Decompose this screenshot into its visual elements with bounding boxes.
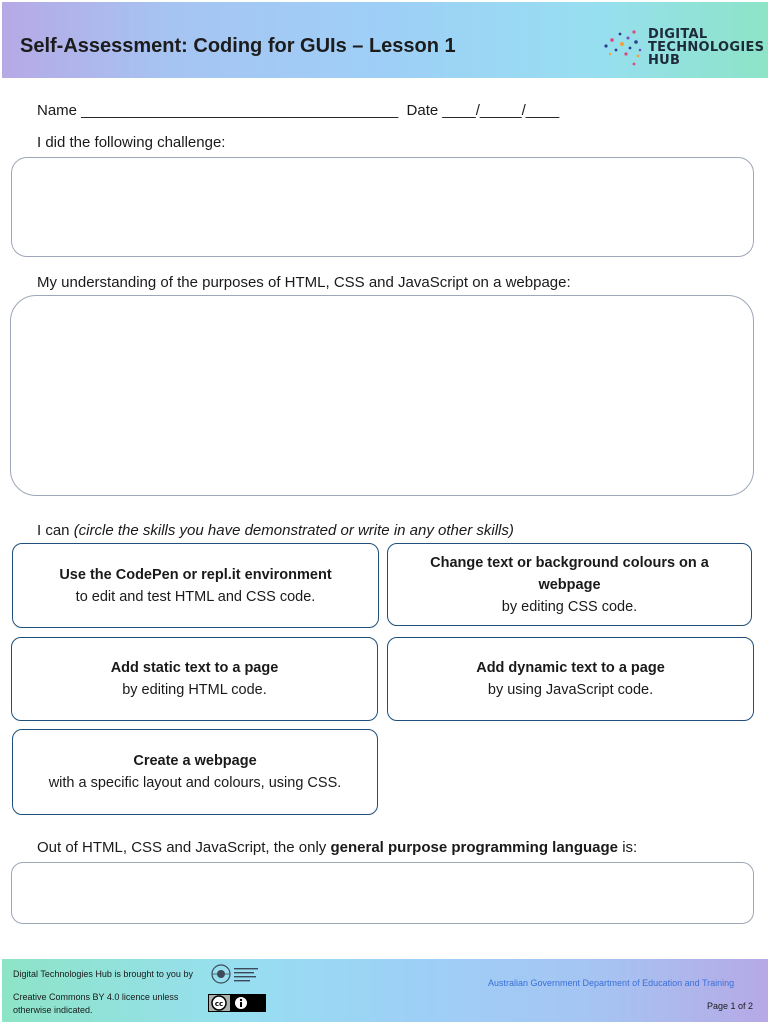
- skill-description: by using JavaScript code.: [487, 682, 654, 698]
- creative-commons-by-badge: cc: [208, 994, 266, 1012]
- logo-line-2: TECHNOLOGIES: [648, 40, 765, 55]
- skill-title: Create a webpage: [133, 753, 257, 769]
- programming-language-answer-box[interactable]: [11, 862, 754, 924]
- ican-prefix: I can: [37, 522, 74, 539]
- skill-description: to edit and test HTML and CSS code.: [75, 588, 316, 605]
- skill-dynamic-text[interactable]: Add dynamic text to a page by using Java…: [387, 637, 754, 721]
- question-prefix: Out of HTML, CSS and JavaScript, the onl…: [37, 839, 331, 856]
- understanding-label: My understanding of the purposes of HTML…: [37, 274, 571, 291]
- licence-line-2: otherwise indicated.: [13, 1005, 93, 1015]
- question-suffix: is:: [618, 839, 638, 856]
- skill-description: with a specific layout and colours, usin…: [48, 775, 342, 791]
- skill-description: by editing HTML code.: [122, 682, 267, 698]
- ican-label: I can (circle the skills you have demons…: [37, 522, 514, 539]
- page-footer: Digital Technologies Hub is brought to y…: [2, 959, 768, 1022]
- skill-title: Add dynamic text to a page: [476, 660, 665, 676]
- digital-technologies-hub-logo: DIGITAL TECHNOLOGIES HUB: [600, 26, 770, 70]
- logo-wordmark: DIGITAL TECHNOLOGIES HUB: [648, 28, 764, 67]
- programming-language-question: Out of HTML, CSS and JavaScript, the onl…: [37, 839, 637, 856]
- licence-tail: unless: [149, 992, 179, 1002]
- page-number: Page 1 of 2: [707, 1001, 754, 1011]
- skill-title: Add static text to a page: [110, 660, 279, 676]
- logo-dots-icon: [604, 30, 642, 66]
- svg-text:cc: cc: [215, 1000, 223, 1008]
- skill-codepen-environment[interactable]: Use the CodePen or repl.it environment t…: [12, 543, 379, 628]
- skill-title: Change text or background colours on a w…: [430, 554, 709, 593]
- department-text: Australian Government Department of Educ…: [488, 978, 735, 988]
- skill-description: by editing CSS code.: [501, 598, 638, 615]
- government-crest-logo: [211, 964, 258, 984]
- skill-create-webpage[interactable]: Create a webpage with a specific layout …: [12, 729, 378, 815]
- logo-line-3: HUB: [648, 53, 681, 68]
- challenge-answer-box[interactable]: [11, 157, 754, 257]
- challenge-label: I did the following challenge:: [37, 134, 226, 151]
- ican-instruction: (circle the skills you have demonstrated…: [73, 522, 514, 539]
- skill-change-colours[interactable]: Change text or background colours on a w…: [387, 543, 752, 626]
- skill-static-text[interactable]: Add static text to a page by editing HTM…: [11, 637, 378, 721]
- logo-line-1: DIGITAL: [648, 27, 708, 42]
- question-emphasis: general purpose programming language: [330, 839, 619, 856]
- name-date-line[interactable]: Name ___________________________________…: [37, 102, 560, 119]
- skill-title: Use the CodePen or repl.it environment: [59, 566, 332, 583]
- licence-line: Creative Commons BY 4.0 licence unless: [13, 992, 178, 1002]
- creative-commons-link[interactable]: Creative Commons BY 4.0 licence: [13, 992, 150, 1002]
- page-header: Self-Assessment: Coding for GUIs – Lesso…: [2, 2, 768, 78]
- brought-by-text: Digital Technologies Hub is brought to y…: [13, 969, 193, 979]
- page-title: Self-Assessment: Coding for GUIs – Lesso…: [20, 35, 456, 57]
- understanding-answer-box[interactable]: [10, 295, 754, 496]
